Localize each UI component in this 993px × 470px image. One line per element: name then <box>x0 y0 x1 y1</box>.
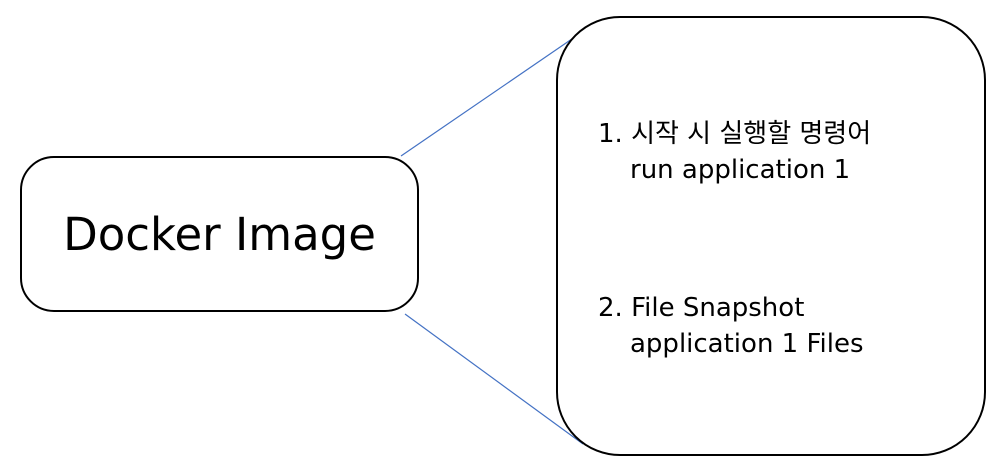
detail-item-sub: application 1 Files <box>630 329 864 359</box>
detail-item-heading: 2. File Snapshot <box>598 293 805 323</box>
docker-image-box: Docker Image <box>20 156 419 312</box>
connector-line-bottom <box>404 313 584 445</box>
image-details-box: 1. 시작 시 실행할 명령어 run application 1 2. Fil… <box>556 16 986 456</box>
detail-item-heading: 1. 시작 시 실행할 명령어 <box>598 119 872 149</box>
detail-item-startup-command: 1. 시작 시 실행할 명령어 run application 1 <box>598 116 871 188</box>
detail-item-file-snapshot: 2. File Snapshot application 1 Files <box>598 290 864 362</box>
docker-image-label: Docker Image <box>63 207 376 261</box>
connector-line-top <box>400 29 586 157</box>
detail-item-sub: run application 1 <box>630 155 851 185</box>
